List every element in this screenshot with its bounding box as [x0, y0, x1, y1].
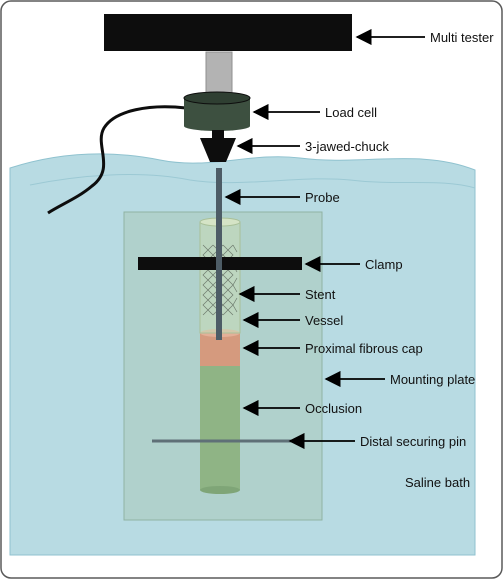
chuck [200, 138, 236, 162]
tester-shaft [205, 51, 233, 95]
label-saline-bath: Saline bath [405, 475, 470, 490]
label-occlusion: Occlusion [305, 401, 362, 416]
label-load-cell: Load cell [325, 105, 377, 120]
load-cell [183, 91, 251, 138]
label-fibrous-cap: Proximal fibrous cap [305, 341, 423, 356]
occlusion-column [200, 365, 240, 490]
label-stent: Stent [305, 287, 336, 302]
occlusion-bottom [200, 486, 240, 494]
label-chuck: 3-jawed-chuck [305, 139, 389, 154]
label-multi-tester: Multi tester [430, 30, 494, 45]
multi-tester [104, 14, 352, 51]
label-vessel: Vessel [305, 313, 343, 328]
label-probe: Probe [305, 190, 340, 205]
label-mounting-plate: Mounting plate [390, 372, 475, 387]
label-clamp: Clamp [365, 257, 403, 272]
load-cell-cable [47, 105, 187, 215]
probe [216, 168, 222, 340]
label-securing-pin: Distal securing pin [360, 434, 466, 449]
